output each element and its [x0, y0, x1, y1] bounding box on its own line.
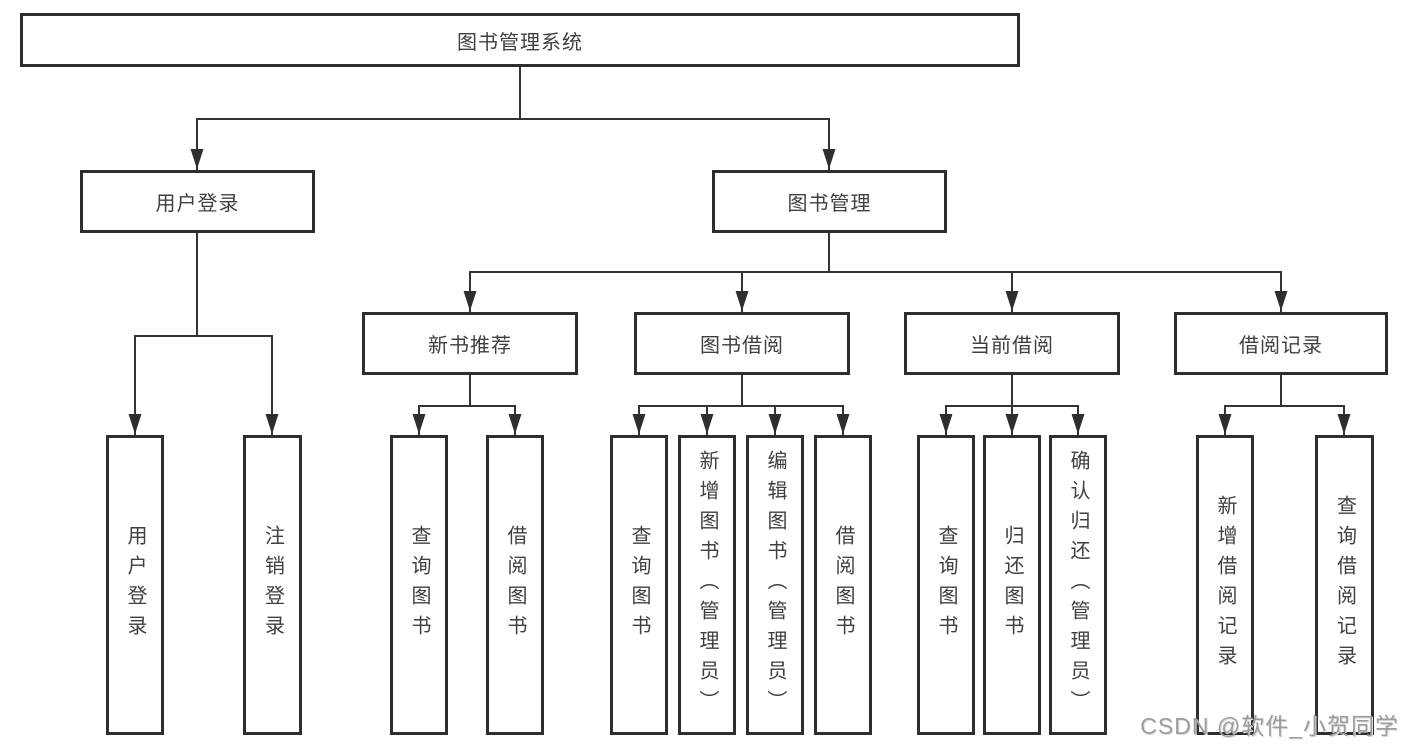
csdn-watermark: CSDN @软件_小贺同学	[1140, 713, 1399, 739]
node-label: 借阅图书	[832, 525, 854, 645]
leaf-current-confirm-return-admin: 确认归还（管理员）	[1049, 435, 1107, 735]
leaf-current-return-books: 归还图书	[983, 435, 1041, 735]
leaf-current-query-books: 查询图书	[917, 435, 975, 735]
leaf-recommend-borrow-books: 借阅图书	[486, 435, 544, 735]
leaf-records-query-record: 查询借阅记录	[1315, 435, 1374, 735]
leaf-recommend-query-books: 查询图书	[390, 435, 448, 735]
leaf-user-login: 用户登录	[106, 435, 164, 735]
leaf-borrow-borrow-books: 借阅图书	[814, 435, 872, 735]
node-user-login: 用户登录	[80, 170, 315, 233]
node-label: 新增借阅记录	[1214, 495, 1236, 675]
connector-borrow-children	[632, 374, 850, 435]
node-label: 查询借阅记录	[1333, 495, 1356, 675]
node-borrow-records: 借阅记录	[1174, 312, 1388, 375]
node-label: 查询图书	[935, 525, 957, 645]
node-label: 编辑图书（管理员）	[764, 450, 786, 720]
node-label: 图书借阅	[700, 335, 784, 357]
node-label: 当前借阅	[970, 335, 1054, 357]
connector-records-children	[1218, 374, 1351, 435]
connector-book-management-children	[463, 232, 1288, 312]
node-book-borrow: 图书借阅	[634, 312, 850, 375]
node-label: 确认归还（管理员）	[1067, 450, 1089, 720]
node-label: 图书管理系统	[457, 31, 583, 54]
connector-recommend-children	[412, 374, 522, 435]
node-label: 借阅记录	[1239, 335, 1323, 357]
node-current-borrow: 当前借阅	[904, 312, 1120, 375]
leaf-records-add-record: 新增借阅记录	[1196, 435, 1254, 735]
node-root-library-system: 图书管理系统	[20, 13, 1020, 67]
connector-current-children	[939, 374, 1085, 435]
node-label: 新书推荐	[428, 335, 512, 357]
leaf-borrow-edit-books-admin: 编辑图书（管理员）	[746, 435, 804, 735]
node-label: 查询图书	[408, 525, 430, 645]
node-label: 注销登录	[261, 525, 284, 645]
node-label: 查询图书	[628, 525, 650, 645]
connector-user-login-children	[128, 232, 279, 435]
node-label: 用户登录	[155, 193, 240, 215]
connector-root-to-level2	[190, 66, 836, 170]
leaf-borrow-query-books: 查询图书	[610, 435, 668, 735]
node-label: 图书管理	[787, 193, 872, 215]
node-label: 归还图书	[1001, 525, 1023, 645]
node-book-management: 图书管理	[712, 170, 947, 233]
node-label: 新增图书（管理员）	[696, 450, 718, 720]
leaf-logout: 注销登录	[243, 435, 302, 735]
node-label: 借阅图书	[504, 525, 526, 645]
node-new-book-recommend: 新书推荐	[362, 312, 578, 375]
node-label: 用户登录	[124, 525, 146, 645]
leaf-borrow-add-books-admin: 新增图书（管理员）	[678, 435, 736, 735]
